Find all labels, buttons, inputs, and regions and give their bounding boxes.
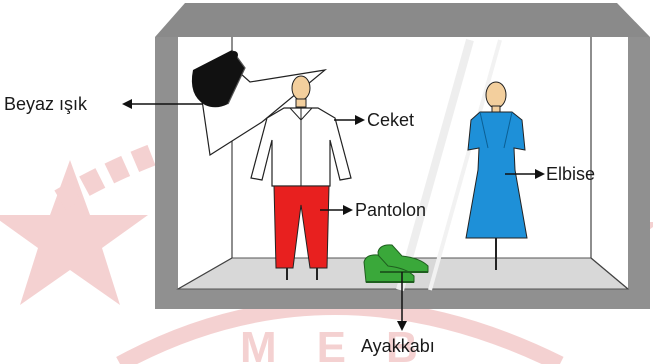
arrow-light-head <box>122 99 132 109</box>
label-shoes: Ayakkabı <box>361 336 435 356</box>
watermark-text: MEB <box>240 323 458 364</box>
arrow-jacket-head <box>355 115 365 125</box>
watermark-star-left <box>0 160 148 305</box>
label-jacket: Ceket <box>367 110 414 130</box>
label-dress: Elbise <box>546 164 595 184</box>
glass-reflection-2 <box>428 39 502 291</box>
jacket-collar <box>289 107 313 121</box>
label-white-light: Beyaz ışık <box>4 94 88 114</box>
male-mannequin <box>250 75 352 280</box>
lamp-shade-icon <box>191 50 245 108</box>
trousers <box>273 185 330 269</box>
arrow-trousers-head <box>343 205 353 215</box>
female-neck <box>491 105 501 113</box>
female-head <box>485 81 507 109</box>
shoe-back <box>377 244 429 273</box>
floor-right-diagonal <box>590 257 629 290</box>
arrows <box>122 99 545 331</box>
male-head <box>291 75 311 101</box>
back-wall <box>178 37 628 289</box>
arrow-dress-head <box>535 169 545 179</box>
label-trousers: Pantolon <box>355 200 426 220</box>
roof <box>155 3 650 37</box>
floor-left-diagonal <box>177 257 233 290</box>
dress-bolero <box>479 111 513 149</box>
arrow-shoes-head <box>397 321 407 331</box>
female-mannequin <box>465 81 528 270</box>
glass-reflection-1 <box>396 38 474 292</box>
dress <box>465 111 528 239</box>
lamp-knob <box>230 51 238 59</box>
male-neck <box>295 98 307 108</box>
